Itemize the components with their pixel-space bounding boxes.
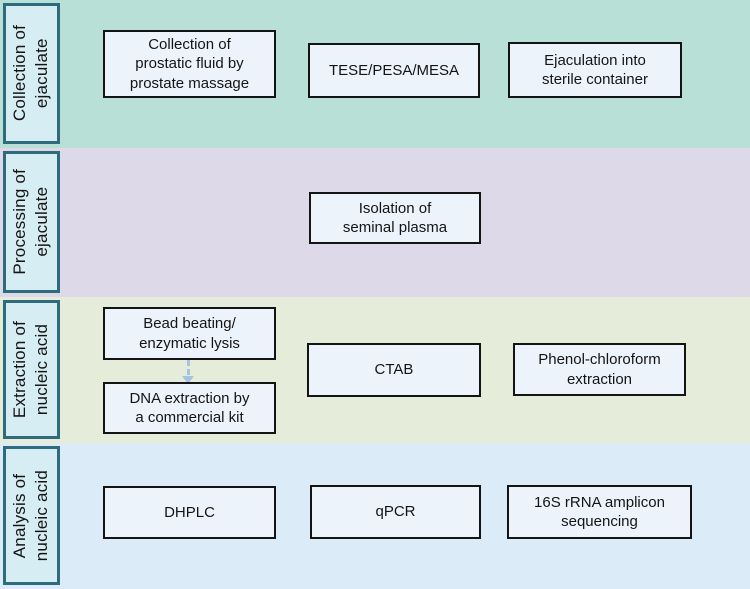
band-processing-of-ejaculate: Processing of ejaculate Isolation of sem… xyxy=(0,148,750,297)
node-16s-rrna-amplicon-sequencing: 16S rRNA amplicon sequencing xyxy=(507,485,692,539)
node-text-line: DHPLC xyxy=(164,503,215,521)
row-header-collection-of-ejaculate: Collection of ejaculate xyxy=(3,3,60,144)
row-header-label: Collection of ejaculate xyxy=(9,25,53,121)
node-prostatic-fluid-collection: Collection of prostatic fluid by prostat… xyxy=(103,30,276,98)
node-text-line: qPCR xyxy=(375,503,416,521)
node-qpcr: qPCR xyxy=(310,485,481,539)
row-header-label: Analysis of nucleic acid xyxy=(9,470,53,561)
node-text-line: extraction xyxy=(566,370,633,388)
arrow-head xyxy=(182,376,194,384)
node-tese-pesa-mesa: TESE/PESA/MESA xyxy=(308,43,480,98)
node-text-line: a commercial kit xyxy=(135,409,244,426)
node-text-line: Bead beating/ xyxy=(143,315,236,333)
row-header-processing-of-ejaculate: Processing of ejaculate xyxy=(3,151,60,293)
node-text-line: sequencing xyxy=(561,513,638,530)
band-analysis-of-nucleic-acid: Analysis of nucleic acid DHPLC qPCR 16S … xyxy=(0,443,750,589)
band-collection-of-ejaculate: Collection of ejaculate Collection of pr… xyxy=(0,0,750,148)
row-header-line: Analysis of xyxy=(10,473,30,558)
node-text-line: CTAB xyxy=(374,361,414,379)
row-header-line: Processing of xyxy=(10,169,30,275)
node-text-line: sterile container xyxy=(542,71,648,88)
node-text-line: enzymatic lysis xyxy=(139,334,240,352)
arrow-dash-line xyxy=(186,360,190,375)
node-text-line: 16S rRNA amplicon xyxy=(534,493,665,511)
row-header-line: nucleic acid xyxy=(32,469,52,562)
row-header-extraction-of-nucleic-acid: Extraction of nucleic acid xyxy=(3,300,60,439)
row-header-line: Collection of xyxy=(10,25,30,122)
node-text-line: Ejaculation into xyxy=(544,51,646,69)
node-bead-beating-enzymatic-lysis: Bead beating/ enzymatic lysis xyxy=(103,307,276,360)
node-text-line: seminal plasma xyxy=(342,219,448,236)
node-phenol-chloroform-extraction: Phenol-chloroform extraction xyxy=(513,343,686,396)
node-isolation-seminal-plasma: Isolation of seminal plasma xyxy=(309,192,481,244)
row-header-line: ejaculate xyxy=(32,187,52,257)
node-text-line: TESE/PESA/MESA xyxy=(328,61,460,79)
row-header-label: Extraction of nucleic acid xyxy=(9,321,53,418)
node-text-line: Collection of xyxy=(148,36,231,54)
row-header-line: nucleic acid xyxy=(32,323,52,416)
band-extraction-of-nucleic-acid: Extraction of nucleic acid Bead beating/… xyxy=(0,297,750,443)
node-text-line: DNA extraction by xyxy=(129,389,250,407)
row-header-label: Processing of ejaculate xyxy=(9,169,53,275)
node-text-line: Isolation of xyxy=(358,199,432,217)
dashed-down-arrow xyxy=(182,360,194,384)
node-ejaculation-sterile-container: Ejaculation into sterile container xyxy=(508,42,682,98)
node-text-line: prostate massage xyxy=(129,74,250,92)
row-header-analysis-of-nucleic-acid: Analysis of nucleic acid xyxy=(3,446,60,585)
row-header-line: ejaculate xyxy=(32,38,52,109)
node-text-line: Phenol-chloroform xyxy=(538,351,661,369)
row-header-line: Extraction of xyxy=(10,320,30,419)
node-dna-extraction-commercial-kit: DNA extraction by a commercial kit xyxy=(103,382,276,434)
node-text-line: prostatic fluid by xyxy=(135,55,244,73)
node-dhplc: DHPLC xyxy=(103,486,276,539)
node-ctab: CTAB xyxy=(307,343,481,397)
